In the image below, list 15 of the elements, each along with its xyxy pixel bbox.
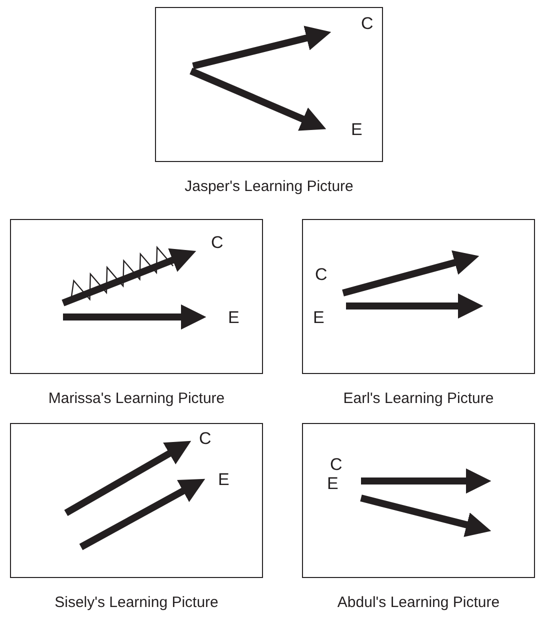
letter-label: E xyxy=(313,309,324,326)
letter-label: E xyxy=(218,471,230,488)
letter-label: C xyxy=(199,430,212,447)
letter-label: E xyxy=(351,121,362,138)
picture-title: Earl's Learning Picture xyxy=(343,391,494,406)
letter-label: C xyxy=(330,456,342,473)
picture-title: Abdul's Learning Picture xyxy=(337,595,500,610)
letter-label: C xyxy=(211,234,224,251)
letter-label: C xyxy=(361,15,374,32)
letter-label: E xyxy=(327,475,338,492)
letter-label: E xyxy=(228,309,240,326)
picture-title: Jasper's Learning Picture xyxy=(184,179,354,194)
letter-label: C xyxy=(315,266,328,283)
picture-title: Sisely's Learning Picture xyxy=(54,595,218,610)
picture-title: Marissa's Learning Picture xyxy=(48,391,225,406)
